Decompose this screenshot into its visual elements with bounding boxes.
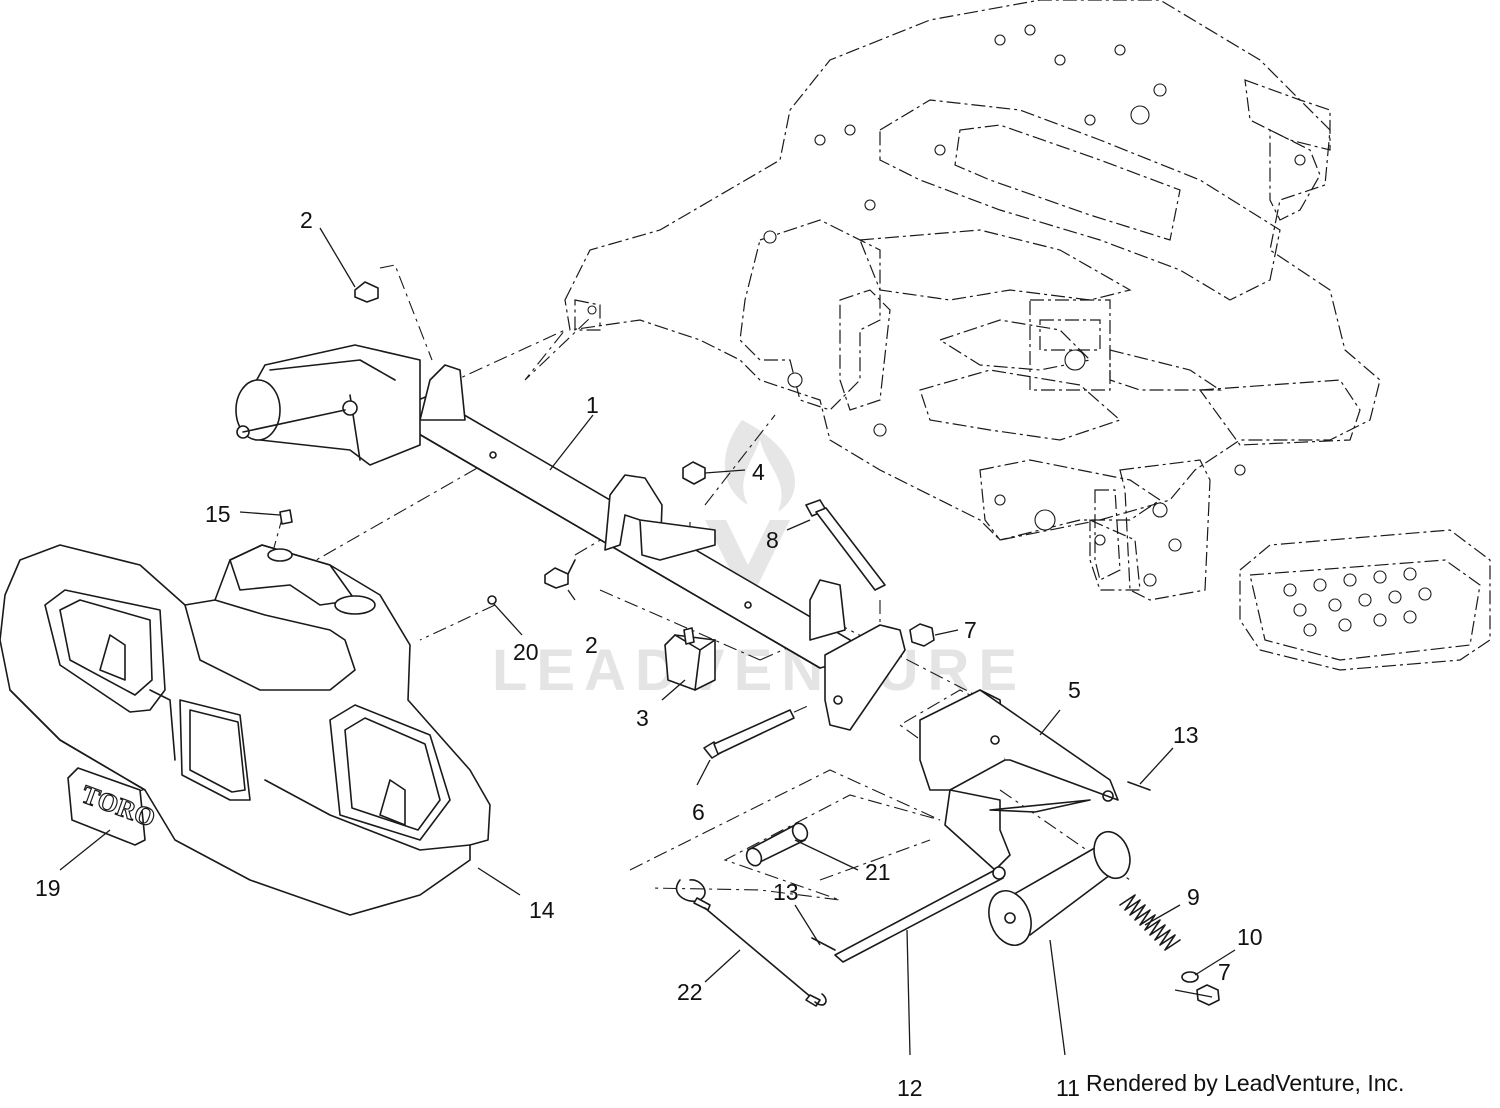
callout-19: 19	[35, 875, 61, 901]
callout-4: 4	[752, 459, 765, 485]
callout-1: 1	[586, 392, 599, 418]
callout-13-lower: 13	[773, 879, 799, 905]
nut-part-7-upper	[909, 623, 935, 647]
small-fasteners	[279, 509, 497, 605]
callout-15: 15	[205, 501, 231, 527]
callout-11: 11	[1056, 1075, 1080, 1101]
callout-5: 5	[1068, 677, 1081, 703]
bolt-part-6	[703, 709, 795, 759]
rod-part-12	[834, 866, 1006, 963]
callout-2-lower: 2	[585, 632, 598, 658]
nut-part-7-lower	[1196, 984, 1220, 1006]
callout-3: 3	[636, 705, 649, 731]
callout-7-upper: 7	[964, 617, 977, 643]
callout-20: 20	[513, 639, 539, 665]
callout-13-upper: 13	[1173, 722, 1199, 748]
left-roller-assembly	[235, 344, 421, 466]
toro-decal: TORO	[67, 767, 160, 846]
callout-22: 22	[677, 979, 703, 1005]
pin-part-13-lower	[811, 937, 836, 951]
mower-frame	[564, 0, 1491, 671]
roller-part-11	[988, 830, 1131, 946]
nut-part-4	[682, 461, 706, 485]
watermark: LEADVENTURE	[492, 420, 1026, 703]
washer-part-10	[1181, 971, 1199, 983]
callouts: 1 2 2 3 4 5 6 7 7 8 9 10 11 12 13 13 14 …	[35, 207, 1263, 1101]
callout-12: 12	[897, 1075, 923, 1101]
front-bumper-housing	[0, 544, 491, 916]
pin-part-13-upper	[1127, 781, 1151, 791]
bushing-part-21	[745, 822, 809, 867]
long-bolt-part-8	[805, 499, 886, 591]
callout-10: 10	[1237, 924, 1263, 950]
credit-text: Rendered by LeadVenture, Inc.	[1086, 1070, 1405, 1096]
rubber-stop	[664, 627, 716, 691]
callout-8: 8	[766, 527, 779, 553]
bolts-part-2	[354, 281, 576, 589]
callout-7-lower: 7	[1218, 959, 1231, 985]
lanyard-part-22	[675, 879, 827, 1007]
callout-21: 21	[865, 859, 891, 885]
callout-14: 14	[529, 897, 555, 923]
callout-9: 9	[1187, 884, 1200, 910]
pivot-bracket	[824, 624, 1119, 871]
leader-lines	[59, 227, 1236, 1056]
weight-bar	[394, 364, 851, 669]
callout-6: 6	[692, 799, 705, 825]
watermark-text: LEADVENTURE	[492, 638, 1026, 703]
callout-2-upper: 2	[300, 207, 313, 233]
